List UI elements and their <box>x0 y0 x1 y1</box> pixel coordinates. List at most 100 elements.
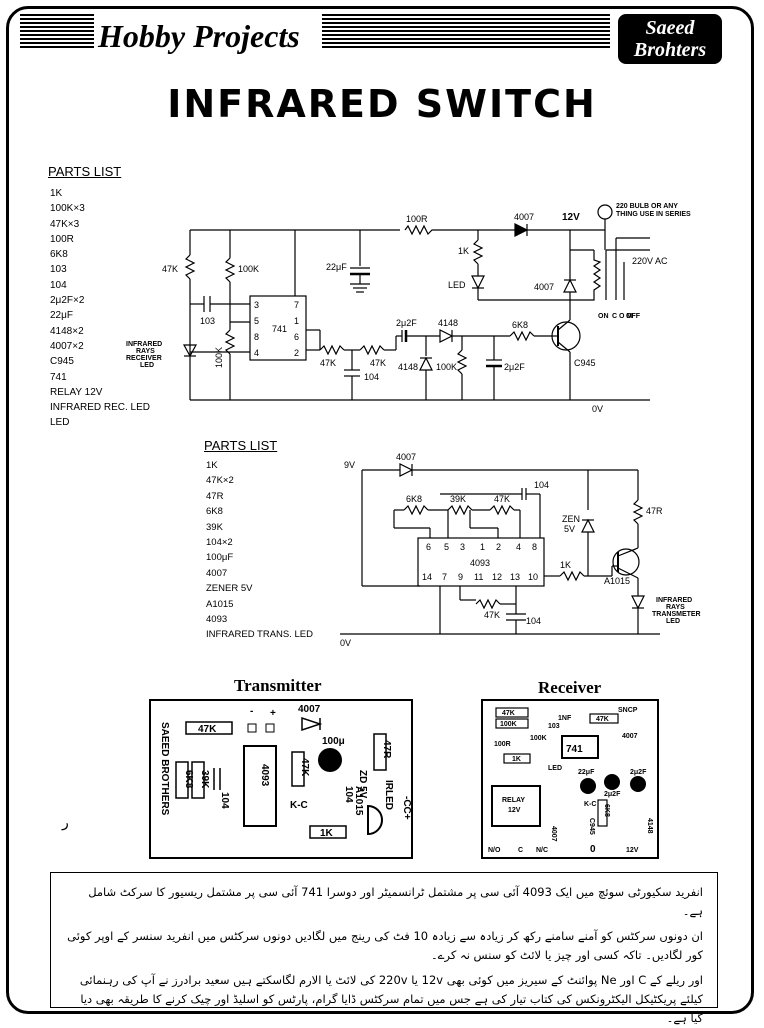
urdu-para3: اور ریلے کے C اور Ne پوائنٹ کے سیریز میں… <box>79 973 703 1025</box>
list-item: 100R <box>50 233 74 245</box>
brand-line1: Saeed <box>645 17 695 39</box>
schematics-svg: 100R 4007 12V 220 BULB OR ANY THING USE … <box>126 203 701 859</box>
label-220v-ac: 220V AC <box>632 256 668 266</box>
label-p12: 12 <box>492 572 502 582</box>
pcb-rx-c103: 103 <box>548 723 560 730</box>
list-item: RELAY 12V <box>50 386 103 398</box>
list-item: 47K×2 <box>206 475 234 487</box>
label-bulb-note2: THING USE IN SERIES <box>616 211 691 218</box>
label-p3: 3 <box>460 542 465 552</box>
label-p11: 11 <box>474 572 483 582</box>
label-led: LED <box>448 280 466 290</box>
label-com: C O M <box>612 313 632 320</box>
label-ir-rx4: LED <box>140 362 154 369</box>
pcb-tx-kc: K-C <box>290 800 308 811</box>
urdu-note-box: انفرید سکیورٹی سوئچ میں ایک 4093 آئی سی … <box>50 872 718 1025</box>
label-100k: 100K <box>238 264 259 274</box>
list-item: 103 <box>50 264 67 276</box>
label-6k8: 6K8 <box>512 320 528 330</box>
pcb-rx-d4148: 4148 <box>646 818 653 834</box>
transmitter-parts-heading: PARTS LIST <box>204 438 278 453</box>
pcb-rx-r47k-b: 47K <box>596 716 609 723</box>
list-item: 104 <box>50 279 67 291</box>
pcb-rx-nc: N/C <box>536 847 548 854</box>
pcb-rx-r100r: 100R <box>494 741 511 748</box>
pcb-tx-r1k: 1K <box>320 828 334 839</box>
label-ir-tx2: RAYS <box>666 604 685 611</box>
label-4007-relay: 4007 <box>534 282 554 292</box>
label-104-top: 104 <box>534 480 549 490</box>
pcb-tx-q: A1015 <box>353 786 364 816</box>
label-103: 103 <box>200 316 215 326</box>
transmitter-schematic <box>340 463 660 635</box>
section-title: Hobby Projects <box>98 18 300 54</box>
label-p10: 10 <box>528 572 538 582</box>
pcb-rx-relay: RELAY <box>502 797 525 804</box>
label-6k8: 6K8 <box>406 494 422 504</box>
label-pin6: 6 <box>294 332 299 342</box>
pcb-rx-zero: 0 <box>590 844 596 855</box>
pcb-tx-c100u: 100μ <box>322 736 345 747</box>
label-100k-b: 100K <box>436 362 457 372</box>
label-4148-a: 4148 <box>438 318 458 328</box>
pcb-tx-irled: IRLED <box>383 780 394 810</box>
pcb-rx-c1nf: 1NF <box>558 715 572 722</box>
label-ir-tx1: INFRARED <box>656 597 692 604</box>
label-9v: 9V <box>344 460 355 470</box>
pcb-rx-d4007-a: 4007 <box>622 733 638 740</box>
label-pin8: 8 <box>254 332 259 342</box>
pcb-tx-c104: 104 <box>219 792 230 809</box>
label-p13: 13 <box>510 572 520 582</box>
pcb-receiver: 47K 100K 1NF 103 47K SNCP 4007 100R 100K… <box>481 699 659 859</box>
pcb-tx-plus: + <box>270 708 276 719</box>
pcb-rx-kc: K-C <box>584 801 596 808</box>
label-pin1: 1 <box>294 316 299 326</box>
receiver-schematic <box>182 204 650 401</box>
brand-line2: Brohters <box>633 39 707 61</box>
pcb-tx-r47r: 47R <box>381 740 392 759</box>
list-item: INFRARED TRANS. LED <box>206 629 313 641</box>
label-4007: 4007 <box>396 452 416 462</box>
list-item: 6K8 <box>50 249 68 261</box>
list-item: ZENER 5V <box>206 583 253 595</box>
receiver-labels: 100R 4007 12V 220 BULB OR ANY THING USE … <box>126 203 691 414</box>
pcb-tx-c104-b: 104 <box>343 786 354 803</box>
label-4093: 4093 <box>470 558 490 568</box>
label-p7: 7 <box>442 572 447 582</box>
label-12v: 12V <box>562 212 580 223</box>
receiver-parts-heading: PARTS LIST <box>48 164 122 179</box>
label-104: 104 <box>364 372 379 382</box>
urdu-para1: انفرید سکیورٹی سوئچ میں ایک 4093 آئی سی … <box>88 885 703 918</box>
label-0v: 0V <box>592 404 603 414</box>
pcb-rx-snc: SNCP <box>618 707 638 714</box>
page-frame <box>6 6 754 1014</box>
pcb-tx-brand: SAEED BROTHERS <box>159 722 170 816</box>
pcb-tx-r47k-b: 47K <box>299 758 310 777</box>
label-741: 741 <box>272 324 287 334</box>
pcb-rx-c2u2-b: 2μ2F <box>630 769 647 776</box>
list-item: 1K <box>206 460 218 471</box>
list-item: INFRARED REC. LED <box>50 402 151 414</box>
label-a1015: A1015 <box>604 576 630 586</box>
pcb-tx-r47k: 47K <box>198 724 217 735</box>
label-1k: 1K <box>560 560 571 570</box>
label-2u2f-b: 2μ2F <box>504 362 525 372</box>
pcb-rx-c22uf: 22μF <box>578 769 595 776</box>
label-off: OFF <box>626 313 641 320</box>
label-ir-rx3: RECEIVER <box>126 355 162 362</box>
list-item: 47R <box>206 490 224 502</box>
label-p5: 5 <box>444 542 449 552</box>
list-item: 47K×3 <box>50 218 80 230</box>
pcb-tx-r39k: 39K <box>199 770 210 789</box>
label-ir-tx4: LED <box>666 618 680 625</box>
list-item: 6K8 <box>206 506 223 518</box>
pcb-rx-r47k: 47K <box>502 710 515 717</box>
header-stripes-left <box>20 14 94 50</box>
receiver-parts-list: 1K 100K×3 47K×3 100R 6K8 103 104 2μ2F×2 … <box>50 186 150 431</box>
pcb-rx-c2u2-a: 2μ2F <box>604 791 621 798</box>
pcb-transmitter-title: Transmitter <box>234 676 322 695</box>
stray-mark: ر <box>62 814 69 830</box>
pcb-rx-r6k8: 6K8 <box>603 804 610 817</box>
label-pin4: 4 <box>254 348 259 358</box>
pcb-receiver-title: Receiver <box>538 678 602 697</box>
